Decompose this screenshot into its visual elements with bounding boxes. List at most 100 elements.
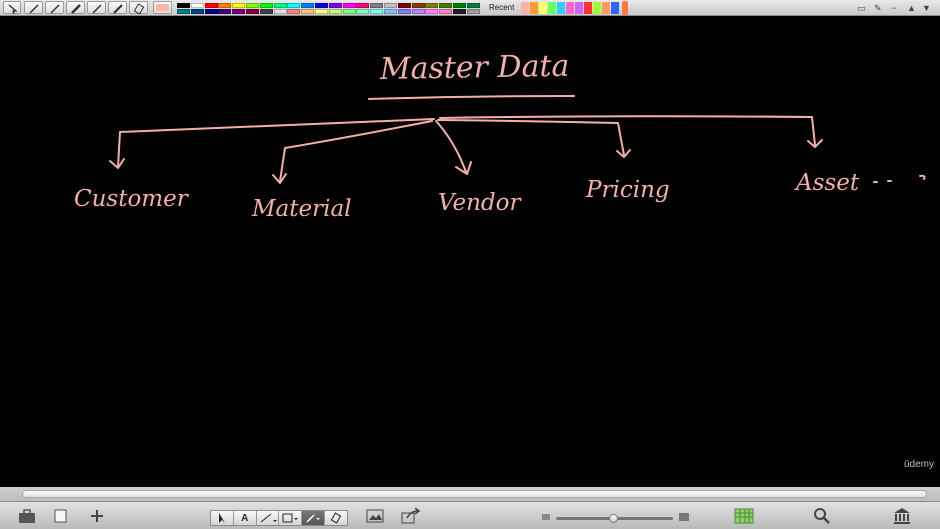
palette-swatch[interactable]: [342, 9, 356, 14]
pen-tool-button[interactable]: [302, 511, 326, 525]
pen-tool-2-button[interactable]: [45, 1, 64, 14]
palette-swatch[interactable]: [259, 9, 273, 14]
arrowhead-material: [272, 173, 287, 184]
palette-swatch[interactable]: [218, 9, 232, 14]
pointer-tool-button[interactable]: [3, 1, 21, 15]
pen-icon: [29, 4, 39, 14]
brush-tool-button[interactable]: [87, 1, 106, 14]
branch-label-vendor: Vendor: [438, 190, 522, 216]
palette-swatch[interactable]: [246, 9, 259, 14]
current-color-well[interactable]: [153, 1, 172, 14]
palette-swatch[interactable]: [190, 9, 204, 14]
add-page-icon[interactable]: [89, 508, 105, 524]
palette-swatch[interactable]: [190, 3, 204, 8]
collapse-down-icon[interactable]: ▼: [922, 3, 931, 13]
branch-label-customer: Customer: [74, 186, 190, 212]
recent-color-swatch[interactable]: [521, 2, 529, 14]
palette-swatch[interactable]: [232, 9, 246, 14]
recent-color-swatch[interactable]: [575, 2, 583, 14]
palette-swatch[interactable]: [411, 9, 425, 14]
palette-swatch[interactable]: [218, 3, 232, 8]
marker-tool-button[interactable]: [66, 1, 85, 14]
palette-swatch[interactable]: [315, 3, 328, 8]
scroll-thumb[interactable]: [22, 490, 927, 498]
palette-swatch[interactable]: [328, 9, 342, 14]
palette-swatch[interactable]: [397, 3, 411, 8]
palette-swatch[interactable]: [204, 9, 218, 14]
zoom-slider-knob[interactable]: [609, 514, 618, 523]
calendar-grid-icon[interactable]: [734, 508, 754, 524]
search-icon[interactable]: [813, 507, 831, 524]
palette-swatch[interactable]: [384, 3, 397, 8]
palette-swatch[interactable]: [328, 3, 342, 8]
palette-swatch[interactable]: [356, 9, 370, 14]
recent-color-swatch[interactable]: [530, 2, 538, 14]
palette-swatch[interactable]: [177, 9, 190, 14]
recent-color-swatch[interactable]: [548, 2, 556, 14]
arrowhead-pricing: [616, 149, 631, 158]
recent-color-swatch[interactable]: [539, 2, 547, 14]
palette-swatch[interactable]: [232, 3, 246, 8]
marker-icon: [71, 4, 81, 14]
palette-swatch[interactable]: [301, 9, 315, 14]
select-tool-button[interactable]: [211, 511, 234, 525]
palette-swatch[interactable]: [453, 3, 466, 8]
palette-swatch[interactable]: [370, 9, 384, 14]
title-underline: [368, 95, 575, 100]
palette-swatch[interactable]: [411, 3, 425, 8]
zoom-in-icon[interactable]: [679, 513, 689, 521]
library-icon[interactable]: [892, 507, 912, 524]
recent-color-swatch[interactable]: [611, 2, 619, 14]
palette-swatch[interactable]: [315, 9, 328, 14]
palette-swatch[interactable]: [273, 3, 287, 8]
palette-swatch[interactable]: [273, 9, 287, 14]
share-icon[interactable]: [401, 507, 421, 524]
recent-color-swatch[interactable]: [566, 2, 574, 14]
palette-swatch[interactable]: [204, 3, 218, 8]
text-tool-button[interactable]: A: [234, 511, 257, 525]
recent-color-swatch[interactable]: [584, 2, 592, 14]
palette-swatch[interactable]: [301, 3, 315, 8]
palette-swatch[interactable]: [466, 3, 480, 8]
page-view-icon[interactable]: ▭: [857, 3, 866, 13]
branch-label-asset: Asset: [794, 170, 860, 196]
palette-swatch[interactable]: [439, 3, 453, 8]
palette-swatch[interactable]: [177, 3, 190, 8]
palette-swatch[interactable]: [370, 3, 384, 8]
line-tool-button[interactable]: [257, 511, 280, 525]
palette-swatch[interactable]: [425, 9, 439, 14]
pin-icon[interactable]: ✎: [874, 3, 882, 13]
current-color-swatch: [156, 4, 169, 11]
page-icon[interactable]: [54, 508, 68, 524]
minimize-icon[interactable]: −: [891, 3, 897, 13]
palette-swatch[interactable]: [439, 9, 453, 14]
recent-color-swatch[interactable]: [557, 2, 565, 14]
palette-swatch[interactable]: [287, 9, 301, 14]
recent-color-swatch[interactable]: [602, 2, 610, 14]
palette-swatch[interactable]: [246, 3, 259, 8]
palette-swatch[interactable]: [397, 9, 411, 14]
zoom-out-icon[interactable]: [542, 514, 550, 520]
collapse-up-icon[interactable]: ▲: [907, 3, 916, 13]
whiteboard-canvas[interactable]: Master Data Customer Material Vendor Pri…: [0, 17, 940, 487]
briefcase-icon[interactable]: [18, 508, 36, 524]
eraser-tool-button[interactable]: [325, 511, 347, 525]
pen-tool-1-button[interactable]: [24, 1, 43, 14]
palette-swatch[interactable]: [384, 9, 397, 14]
eraser-tool-button[interactable]: [129, 1, 148, 15]
highlighter-tool-button[interactable]: [108, 1, 127, 14]
insert-image-icon[interactable]: [366, 509, 384, 525]
branch-label-pricing: Pricing: [585, 177, 670, 203]
palette-swatch[interactable]: [259, 3, 273, 8]
recent-color-swatch[interactable]: [593, 2, 601, 14]
palette-swatch[interactable]: [466, 9, 480, 14]
horizontal-scrollbar[interactable]: [0, 487, 940, 501]
shape-tool-button[interactable]: [279, 511, 303, 525]
rectangle-icon: [282, 513, 299, 523]
palette-swatch[interactable]: [425, 3, 439, 8]
palette-swatch[interactable]: [342, 3, 356, 8]
palette-swatch[interactable]: [287, 3, 301, 8]
palette-swatch[interactable]: [356, 3, 370, 8]
palette-swatch[interactable]: [453, 9, 466, 14]
recent-swatch-extra[interactable]: [622, 1, 628, 15]
